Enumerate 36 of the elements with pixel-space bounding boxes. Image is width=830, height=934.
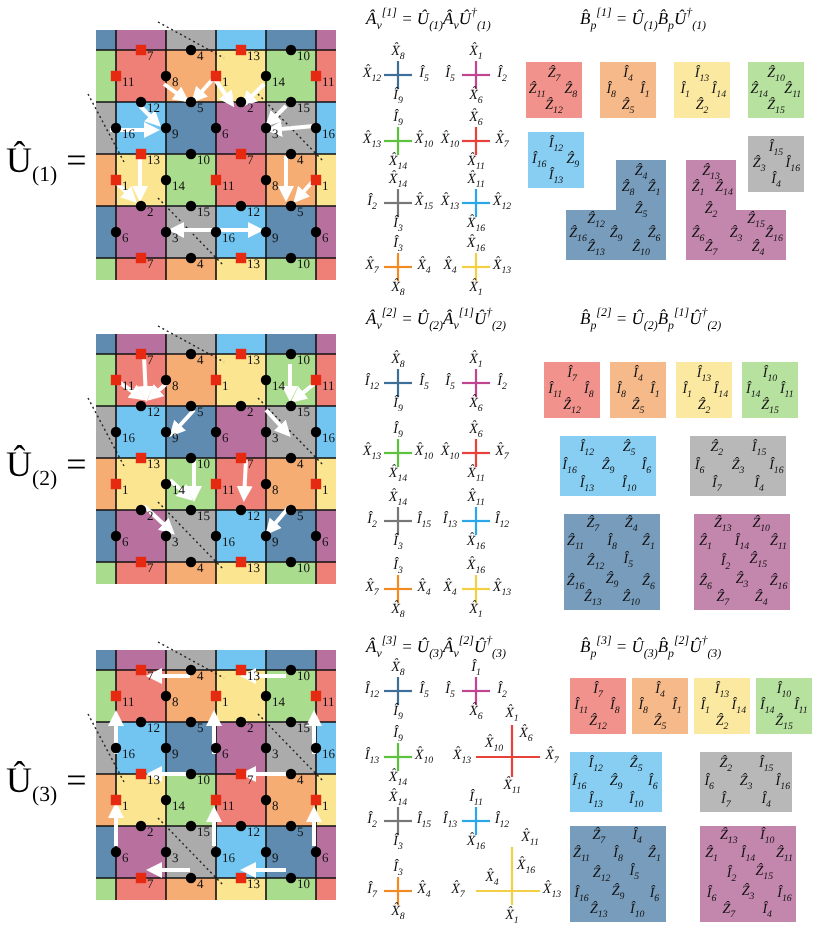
plaquette-operator xyxy=(564,514,660,610)
operator-cross xyxy=(360,557,436,619)
plaquette-operator xyxy=(674,62,730,118)
plaquette-operator xyxy=(748,136,804,192)
plaquette-operator xyxy=(528,132,584,188)
plaquette-operator xyxy=(570,826,666,922)
operator-cross xyxy=(438,235,514,297)
operator-cross xyxy=(446,829,564,925)
plaquette-operator xyxy=(610,362,666,418)
plaquette-operator xyxy=(570,752,662,812)
operator-cross xyxy=(360,725,436,787)
operator-cross xyxy=(438,421,514,483)
plaquette-operator xyxy=(742,362,798,418)
plaquette-operator xyxy=(632,678,688,734)
operator-cross xyxy=(438,557,514,619)
operator-cross xyxy=(360,235,436,297)
plaquette-operator xyxy=(566,160,666,260)
operator-cross xyxy=(360,109,436,171)
operator-cross xyxy=(438,109,514,171)
operator-cross xyxy=(438,171,514,233)
operator-cross xyxy=(438,789,514,851)
plaquette-operator xyxy=(694,514,790,610)
operator-cross xyxy=(360,421,436,483)
plaquette-operator xyxy=(526,62,582,118)
plaquette-operator xyxy=(544,362,600,418)
plaquette-operator xyxy=(690,436,786,496)
plaquette-operator xyxy=(700,826,796,922)
plaquette-operator xyxy=(700,752,792,812)
operator-cross xyxy=(438,489,514,551)
plaquette-operator xyxy=(676,362,732,418)
plaquette-operator xyxy=(694,678,750,734)
plaquette-operator xyxy=(748,62,804,118)
plaquette-operator xyxy=(756,678,812,734)
plaquette-operator xyxy=(570,678,626,734)
plaquette-operator xyxy=(560,436,656,496)
plaquette-operator xyxy=(600,62,656,118)
